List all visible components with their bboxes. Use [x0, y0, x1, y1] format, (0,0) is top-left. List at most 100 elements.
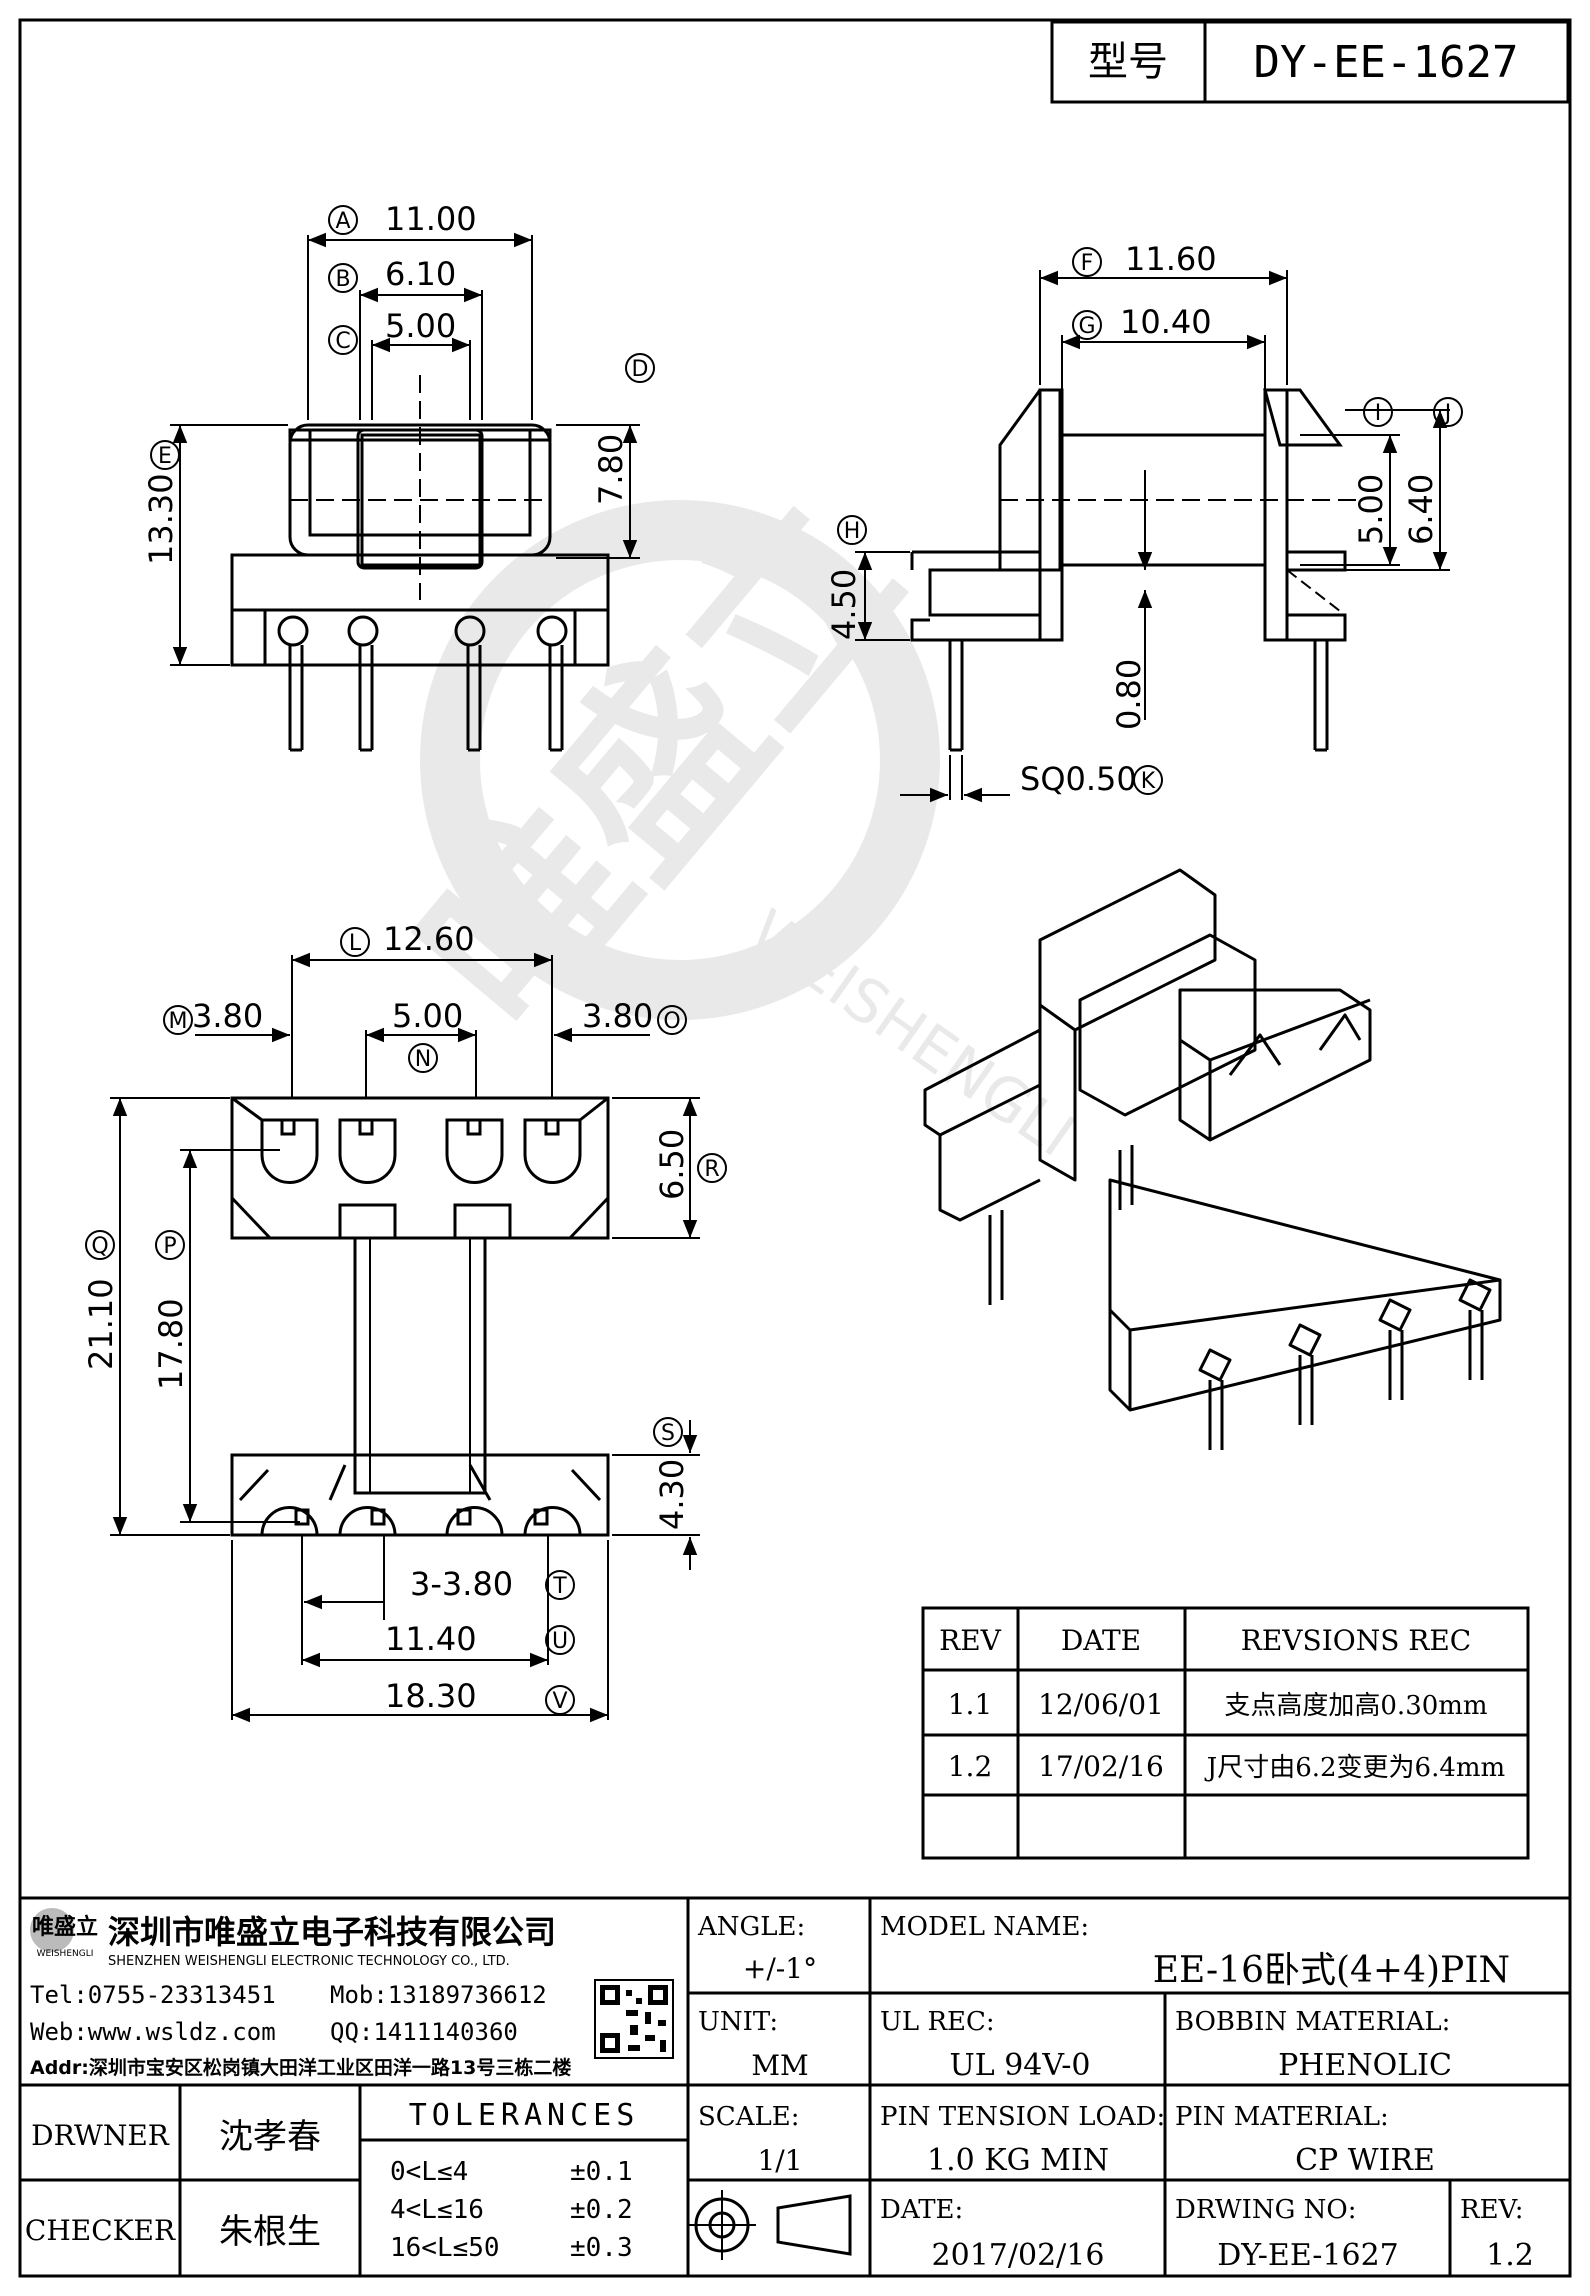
company-info: 深圳市唯盛立电子科技有限公司 SHENZHEN WEISHENGLI ELECT…	[30, 1913, 571, 2079]
ul-label: UL REC:	[880, 2007, 995, 2037]
label-callouts-10: K	[1141, 769, 1156, 794]
dim-D: 7.80	[592, 434, 630, 505]
dim-V: 18.30	[385, 1677, 477, 1715]
dim-S: 4.30	[653, 1459, 691, 1530]
callout-G: G	[1072, 310, 1102, 340]
callout-U: U	[545, 1625, 575, 1655]
label-callouts-12: M	[169, 1009, 188, 1034]
callout-O: O	[657, 1005, 687, 1035]
tol-range-1: 0<L≤4	[390, 2157, 468, 2187]
rev-row1-rec: 支点高度加高0.30mm	[1224, 1691, 1487, 1721]
projection-symbol	[688, 2190, 852, 2260]
date-value: 2017/02/16	[932, 2238, 1105, 2273]
tol-range-3: 16<L≤50	[390, 2233, 500, 2263]
dim-K: SQ0.50	[1020, 760, 1137, 798]
checker-label: CHECKER	[25, 2214, 176, 2247]
checker-value: 朱根生	[219, 2212, 321, 2252]
dim-O: 3.80	[582, 997, 653, 1035]
scale-value: 1/1	[757, 2144, 802, 2177]
revision-table	[921, 1606, 1530, 1860]
tol-range-2: 4<L≤16	[390, 2195, 484, 2225]
callout-K: K	[1133, 765, 1163, 795]
tension-label: PIN TENSION LOAD:	[880, 2102, 1165, 2132]
callout-D: D	[625, 353, 655, 383]
model-box-value: DY-EE-1627	[1254, 37, 1519, 88]
label-callouts-8: I	[1375, 401, 1382, 426]
scale-label: SCALE:	[698, 2102, 800, 2132]
isometric-view	[923, 868, 1502, 1450]
angle-label: ANGLE:	[697, 1912, 805, 1942]
dim-H: 4.50	[825, 569, 863, 640]
ul-value: UL 94V-0	[949, 2048, 1090, 2083]
dim-G: 10.40	[1120, 303, 1212, 341]
callouts: A B C D E F G H I J K L M N O P Q R S T …	[85, 205, 1463, 1715]
callout-B: B	[328, 263, 358, 293]
dim-F: 11.60	[1125, 240, 1217, 278]
dim-C: 5.00	[385, 307, 456, 345]
label-callouts-18: S	[661, 1421, 675, 1446]
side-view	[910, 388, 1360, 752]
drawer-value: 沈孝春	[219, 2117, 321, 2157]
bottom-view	[230, 1096, 610, 1537]
rev-label: REV:	[1460, 2195, 1523, 2225]
label-callouts-14: O	[663, 1009, 680, 1034]
drwno-label: DRWING NO:	[1175, 2195, 1356, 2225]
rev-header-date: DATE	[1061, 1624, 1141, 1657]
callout-H: H	[837, 515, 867, 545]
model-box: 型号 DY-EE-1627	[1050, 20, 1570, 104]
company-addr: Addr:深圳市宝安区松岗镇大田洋工业区田洋一路13号三栋二楼	[30, 2056, 571, 2079]
tension-value: 1.0 KG MIN	[927, 2143, 1109, 2178]
company-web: Web:www.wsldz.com	[30, 2018, 276, 2046]
rev-header-rec: REVSIONS REC	[1241, 1624, 1471, 1657]
label-callouts-20: U	[552, 1629, 568, 1654]
callout-Q: Q	[85, 1230, 115, 1260]
tol-value-2: ±0.2	[570, 2195, 633, 2225]
dim-M: 3.80	[192, 997, 263, 1035]
callout-E: E	[150, 440, 180, 470]
tolerances-title: TOLERANCES	[409, 2098, 640, 2133]
bobbin-label: BOBBIN MATERIAL:	[1175, 2007, 1450, 2037]
rev-row1-date: 12/06/01	[1038, 1688, 1164, 1721]
pinmat-value: CP WIRE	[1295, 2143, 1435, 2178]
label-callouts-2: C	[335, 329, 350, 354]
callout-I: I	[1363, 397, 1393, 427]
callout-P: P	[155, 1230, 185, 1260]
rev-row2-rec: J尺寸由6.2变更为6.4mm	[1204, 1753, 1505, 1783]
dim-U: 11.40	[385, 1620, 477, 1658]
company-mob: Mob:13189736612	[330, 1981, 547, 2009]
rev-row1-rev: 1.1	[948, 1688, 993, 1721]
date-label: DATE:	[880, 2195, 963, 2225]
rev-row2-date: 17/02/16	[1038, 1750, 1164, 1783]
qr-code	[594, 1979, 674, 2059]
label-callouts-15: P	[163, 1234, 176, 1259]
label-callouts-1: B	[335, 267, 350, 292]
label-callouts-3: D	[632, 357, 649, 382]
label-callouts-0: A	[335, 209, 350, 234]
title-block-text: ANGLE: +/-1° MODEL NAME: EE-16卧式(4+4)PIN…	[25, 1912, 1534, 2273]
dimension-labels: 11.00 6.10 5.00 7.80 13.30 11.60 10.40 4…	[82, 200, 1440, 1715]
dim-bottom-small: 0.80	[1110, 659, 1148, 730]
watermark: 唯盛立 WEISHENGLI	[378, 461, 1086, 1171]
label-callouts-5: F	[1081, 251, 1094, 276]
dim-R: 6.50	[653, 1129, 691, 1200]
rev-header-rev: REV	[939, 1624, 1002, 1657]
model-label: MODEL NAME:	[880, 1912, 1089, 1942]
callout-V: V	[545, 1685, 575, 1715]
callout-C: C	[328, 325, 358, 355]
dim-A: 11.00	[385, 200, 477, 238]
drwno-value: DY-EE-1627	[1217, 2238, 1399, 2273]
callout-F: F	[1072, 247, 1102, 277]
company-name-cn: 深圳市唯盛立电子科技有限公司	[108, 1913, 556, 1951]
logo-text: 唯盛立	[32, 1914, 98, 1940]
label-callouts-6: G	[1078, 314, 1095, 339]
dim-T: 3-3.80	[410, 1565, 513, 1603]
label-callouts-11: L	[349, 931, 362, 956]
company-name-en: SHENZHEN WEISHENGLI ELECTRONIC TECHNOLOG…	[108, 1954, 510, 1969]
dim-J: 6.40	[1402, 474, 1440, 545]
callout-S: S	[653, 1417, 683, 1447]
tol-value-3: ±0.3	[570, 2233, 633, 2263]
label-callouts-19: T	[552, 1574, 567, 1599]
front-view	[230, 375, 610, 752]
callout-N: N	[408, 1043, 438, 1073]
